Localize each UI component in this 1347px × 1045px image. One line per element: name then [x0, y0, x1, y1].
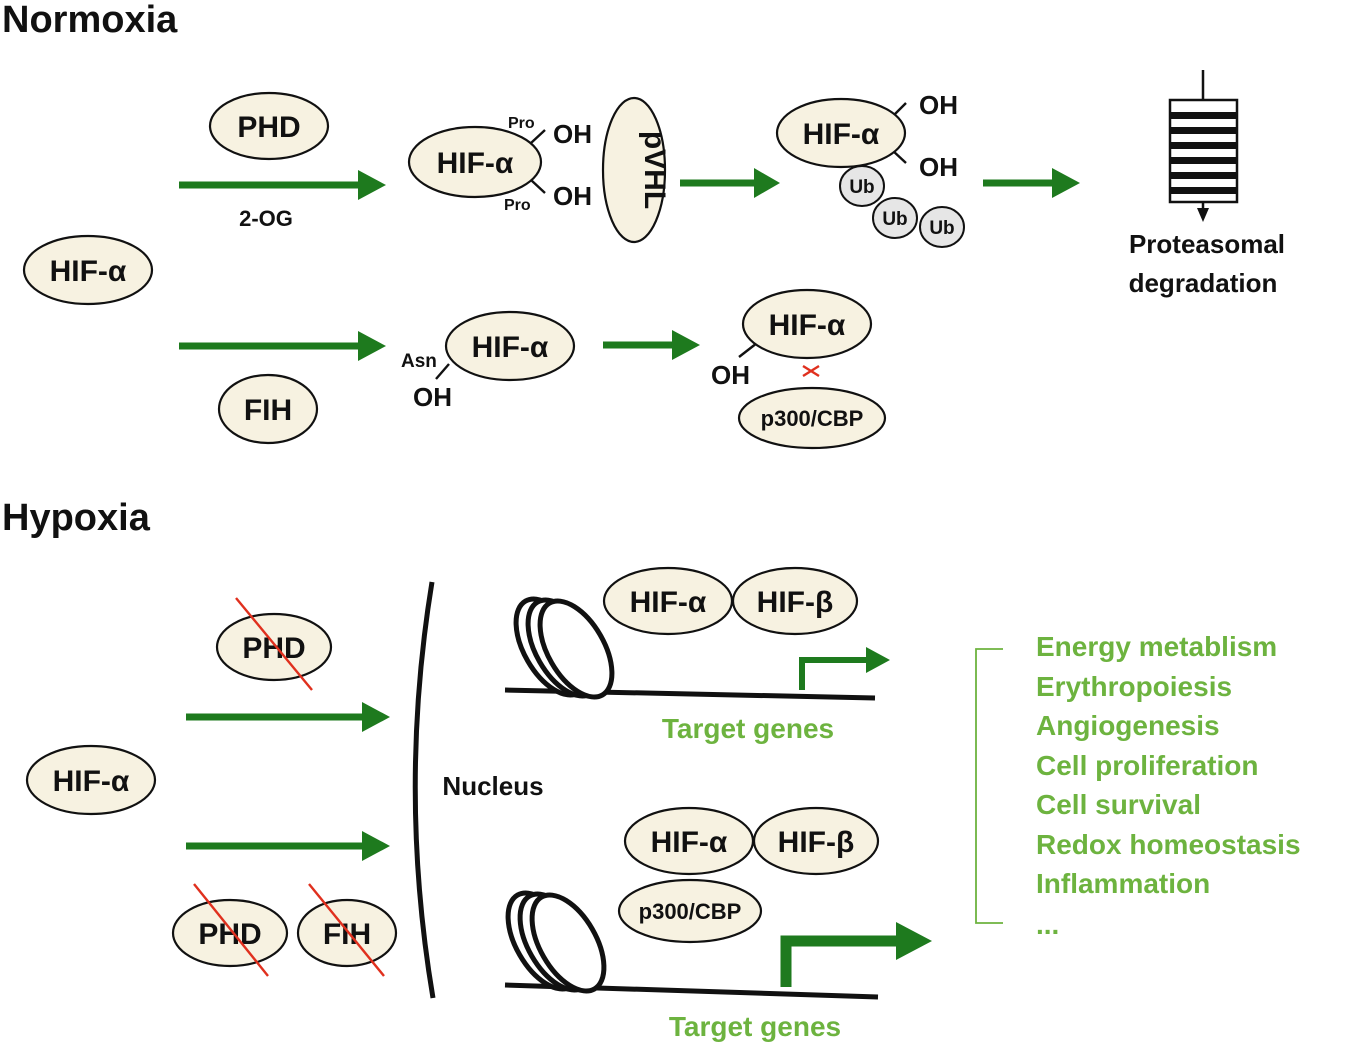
hypoxia-inhibited-phd-node-lower: PHD — [171, 883, 289, 977]
blocked-hif-alpha-node: HIF-α OH — [711, 288, 873, 390]
ub-label-2: Ub — [882, 209, 907, 230]
hypoxia-p300-cbp-node: p300/CBP — [617, 878, 763, 944]
oh-label-upper: OH — [919, 90, 958, 120]
degradation-label: degradation — [1129, 268, 1278, 298]
hypoxia-fih-label: FIH — [323, 918, 371, 951]
normoxia-block-arrow — [603, 330, 700, 360]
oh-label-top: OH — [553, 119, 592, 149]
lower-hif-alpha-node: HIF-α — [623, 806, 755, 876]
hydroxylated-hif-alpha-node: HIF-α Pro Pro OH OH — [407, 115, 592, 214]
normoxia-hif-alpha-node: HIF-α — [22, 234, 154, 306]
nuclear-envelope — [412, 581, 436, 999]
upper-transcription-start-arrow — [799, 647, 890, 690]
outcome-item: Erythropoiesis — [1036, 671, 1232, 702]
two-og-label: 2-OG — [239, 206, 293, 231]
asn-hydroxylated-hif-alpha-node: HIF-α Asn OH — [401, 310, 576, 412]
normoxia-title: Normoxia — [2, 0, 178, 41]
upper-target-genes-label: Target genes — [662, 713, 834, 744]
outcome-item: Cell survival — [1036, 789, 1201, 820]
upper-nucleosome-icon — [504, 596, 876, 701]
normoxia-p300-cbp-node: p300/CBP — [737, 386, 887, 450]
oh-label-lower: OH — [919, 152, 958, 182]
hypoxia-hif-alpha-label: HIF-α — [53, 765, 130, 798]
outcome-item: Cell proliferation — [1036, 750, 1258, 781]
ub-label-3: Ub — [929, 218, 954, 239]
proteasomal-label: Proteasomal — [1129, 229, 1285, 259]
ubiquitinated-hif-alpha-node: HIF-α OH OH — [775, 90, 958, 182]
asn-hif-alpha-label: HIF-α — [472, 331, 549, 364]
pvhl-node: pVHL — [601, 96, 671, 244]
normoxia-p300-cbp-label: p300/CBP — [761, 406, 864, 431]
normoxia-degradation-arrow — [983, 168, 1080, 198]
hypoxia-p300-cbp-label: p300/CBP — [639, 899, 742, 924]
outcome-item: Energy metablism — [1036, 631, 1277, 662]
asn-label: Asn — [401, 351, 437, 372]
oh-label-bottom: OH — [553, 181, 592, 211]
hypoxia-phd-label-lower: PHD — [198, 918, 261, 951]
outcomes-bracket — [975, 648, 1003, 924]
lower-hif-alpha-label: HIF-α — [651, 826, 728, 859]
ubiquitinated-hif-alpha-label: HIF-α — [803, 118, 880, 151]
lower-transcription-start-arrow — [780, 922, 932, 987]
hypoxia-phd-label: PHD — [242, 632, 305, 665]
blocked-hif-alpha-label: HIF-α — [769, 309, 846, 342]
blocked-oh-label: OH — [711, 360, 750, 390]
asn-oh-label: OH — [413, 382, 452, 412]
proteasome-icon — [1168, 70, 1239, 222]
hypoxia-arrow-lower — [186, 831, 390, 861]
outcome-item: Angiogenesis — [1036, 710, 1220, 741]
outcome-item: ... — [1036, 909, 1059, 940]
hypoxia-title: Hypoxia — [2, 497, 151, 539]
normoxia-phd-label: PHD — [237, 111, 300, 144]
normoxia-hif-alpha-label: HIF-α — [50, 255, 127, 288]
upper-hif-beta-label: HIF-β — [757, 586, 834, 619]
lower-hif-beta-label: HIF-β — [778, 826, 855, 859]
hypoxia-inhibited-fih-node: FIH — [296, 883, 398, 977]
ub-label-1: Ub — [849, 177, 874, 198]
upper-hif-alpha-label: HIF-α — [630, 586, 707, 619]
binding-blocked-cross-icon — [802, 364, 820, 378]
upper-hif-alpha-node: HIF-α — [602, 566, 734, 636]
nucleus-label: Nucleus — [442, 771, 543, 801]
pvhl-label: pVHL — [638, 131, 671, 209]
outcomes-list: Energy metablism Erythropoiesis Angiogen… — [1036, 631, 1301, 940]
hydroxylated-hif-alpha-label: HIF-α — [437, 147, 514, 180]
normoxia-fih-node: FIH — [217, 373, 319, 445]
lower-target-genes-label: Target genes — [669, 1011, 841, 1042]
lower-hif-beta-node: HIF-β — [752, 806, 880, 876]
lower-nucleosome-icon — [504, 890, 879, 1000]
hypoxia-hif-alpha-node: HIF-α — [25, 744, 157, 816]
pro-label-bottom: Pro — [504, 197, 531, 214]
normoxia-fih-arrow — [179, 331, 386, 361]
hypoxia-arrow-upper — [186, 702, 390, 732]
normoxia-phd-arrow — [179, 170, 386, 200]
ubiquitin-chain: Ub Ub Ub — [839, 165, 965, 248]
normoxia-phd-node: PHD — [208, 91, 330, 161]
outcome-item: Inflammation — [1036, 868, 1210, 899]
upper-hif-beta-node: HIF-β — [731, 566, 859, 636]
hypoxia-inhibited-phd-node: PHD — [215, 597, 333, 691]
outcome-item: Redox homeostasis — [1036, 829, 1301, 860]
pro-label-top: Pro — [508, 115, 535, 132]
normoxia-ubiquitination-arrow — [680, 168, 780, 198]
normoxia-fih-label: FIH — [244, 394, 292, 427]
